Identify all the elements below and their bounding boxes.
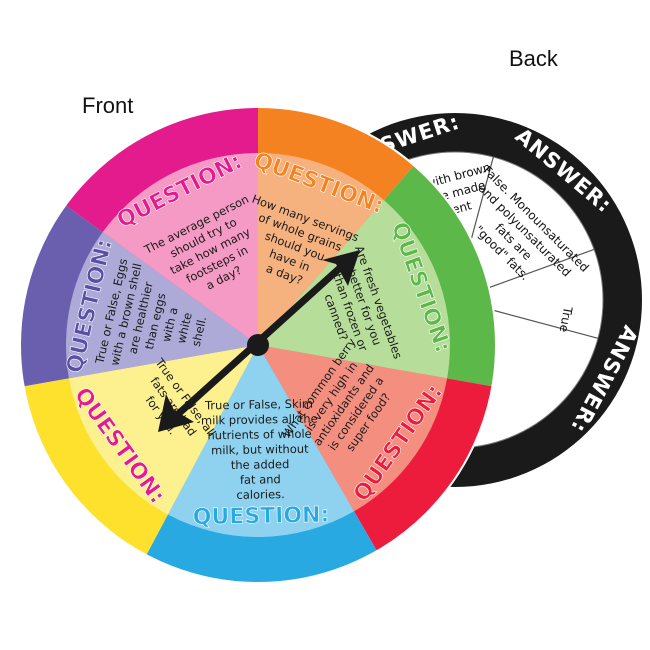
- back-label: Back: [509, 46, 558, 71]
- question-line: the added: [231, 457, 290, 472]
- sector-face: [102, 153, 259, 345]
- back-answer-text: True: [557, 305, 575, 334]
- question-word-label: QUESTION:: [193, 503, 330, 530]
- question-line: True or False, Skim: [204, 397, 313, 413]
- front-wheel-edge: [19, 106, 497, 584]
- question-line: white: [174, 311, 195, 345]
- pointer-head: [322, 250, 360, 286]
- pointer-tail: [158, 394, 194, 432]
- question-line: calories.: [236, 487, 284, 502]
- spinner-pointer-arrow[interactable]: [158, 250, 360, 432]
- question-line: milk provides all the: [201, 411, 318, 427]
- sector-face: [258, 153, 384, 345]
- question-line: shell.: [189, 315, 209, 348]
- question-line: milk, but without: [211, 442, 309, 458]
- front-label: Front: [82, 93, 134, 118]
- sector-face: [167, 345, 354, 537]
- sector-face: [258, 345, 448, 512]
- question-line: fat and: [240, 472, 281, 487]
- question-line: nutrients of whole: [207, 427, 312, 443]
- sector-face: [66, 232, 258, 379]
- pointer-hub: [247, 334, 269, 356]
- back-answer-line: True: [557, 305, 575, 334]
- sector-face: [258, 200, 450, 379]
